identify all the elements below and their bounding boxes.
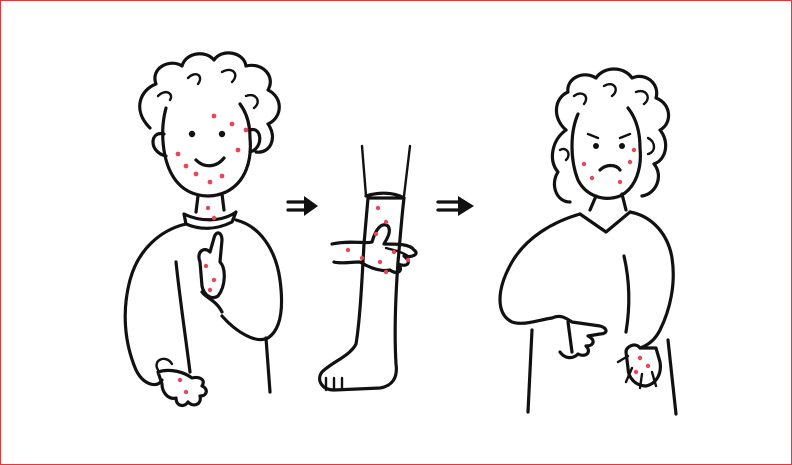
person-left-mouth: [196, 158, 224, 166]
person-left-hand-chest: [199, 233, 224, 298]
person-left-hand-lower: [158, 370, 206, 405]
measles-spots: [176, 114, 651, 395]
leg-outline: [320, 198, 404, 390]
leg-center-figure: [320, 146, 416, 390]
person-left-eye-right: [219, 131, 225, 137]
arrow-right-1: [288, 196, 318, 216]
person-right-figure: [500, 69, 676, 414]
person-right-mouth: [600, 166, 620, 171]
person-right-eye-right: [619, 143, 625, 149]
person-right-face: [572, 108, 640, 198]
person-left-collar: [184, 212, 236, 228]
person-right-shirt: [500, 214, 580, 323]
person-right-hand-pointing: [552, 316, 606, 357]
person-left-shirt: [125, 224, 186, 385]
leg-hand: [332, 225, 416, 273]
person-left-figure: [125, 53, 281, 406]
person-right-neckline: [580, 212, 630, 232]
person-right-eye-left: [593, 143, 599, 149]
arrow-right-2: [438, 196, 474, 216]
person-left-eye-left: [189, 131, 195, 137]
